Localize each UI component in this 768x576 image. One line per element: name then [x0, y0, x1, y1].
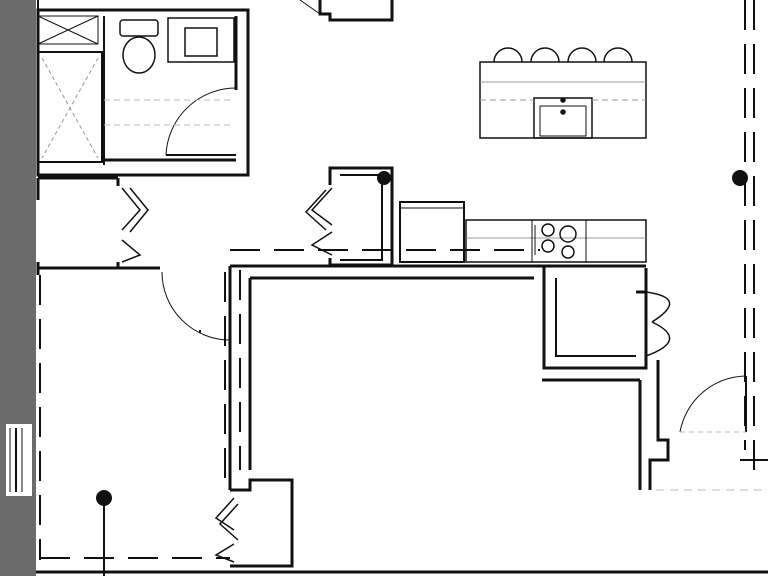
entry-door — [679, 375, 747, 433]
top-wall — [299, 0, 394, 22]
hidden-lines — [37, 0, 755, 560]
closet-east — [542, 266, 671, 490]
kitchen-island — [479, 47, 647, 139]
closet-west — [36, 176, 160, 275]
kitchen-sink-icon — [533, 97, 593, 139]
closet-north — [304, 166, 394, 267]
bifold-door-icon — [645, 291, 671, 357]
bar-stool-icon — [493, 47, 633, 63]
toilet-icon — [119, 19, 159, 74]
right-wall — [656, 459, 768, 491]
bifold-door-icon — [121, 187, 149, 263]
interior-walls — [214, 264, 646, 568]
bedroom-door — [161, 271, 231, 341]
bifold-door-icon — [304, 187, 333, 256]
column-marker-icon — [732, 170, 748, 186]
cooktop-icon — [531, 219, 587, 263]
column-marker-icon — [377, 171, 391, 185]
vanity — [167, 17, 235, 63]
exterior-wall-left — [0, 0, 36, 576]
kitchen-counter — [399, 201, 647, 263]
bathroom — [36, 8, 250, 177]
column-marker-icon — [96, 490, 112, 576]
shower-icon — [41, 57, 99, 159]
door-swing-icon — [165, 87, 237, 156]
bifold-door-icon — [214, 497, 239, 563]
